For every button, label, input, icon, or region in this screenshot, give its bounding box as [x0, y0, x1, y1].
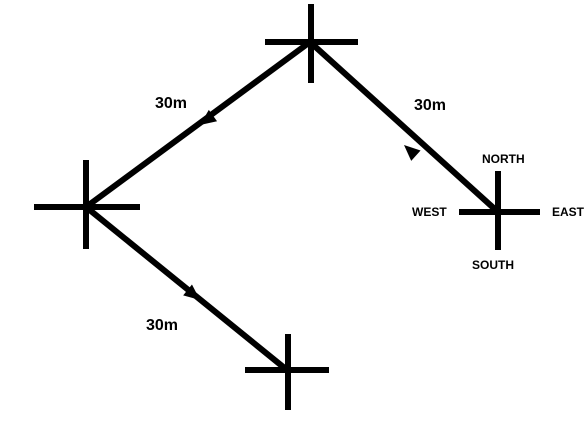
compass-south-label: SOUTH [472, 258, 514, 272]
segment-label-top-to-left: 30m [155, 95, 187, 112]
segment-start-to-top [307, 39, 501, 215]
segment-top-to-left [83, 39, 313, 210]
cross-marker-left [34, 160, 140, 249]
arrow-south-west [200, 109, 218, 125]
arrow-north-west [404, 145, 421, 161]
arrow-south-east [183, 284, 200, 300]
segment-label-left-to-end: 30m [146, 317, 178, 334]
compass-cross [459, 171, 540, 250]
cross-marker-end [245, 334, 329, 410]
compass-east-label: EAST [552, 205, 585, 219]
segment-left-to-end [83, 204, 290, 373]
cross-marker-top [265, 4, 358, 83]
compass-west-label: WEST [412, 205, 447, 219]
compass-north-label: NORTH [482, 152, 525, 166]
segment-label-start-to-top: 30m [414, 97, 446, 114]
